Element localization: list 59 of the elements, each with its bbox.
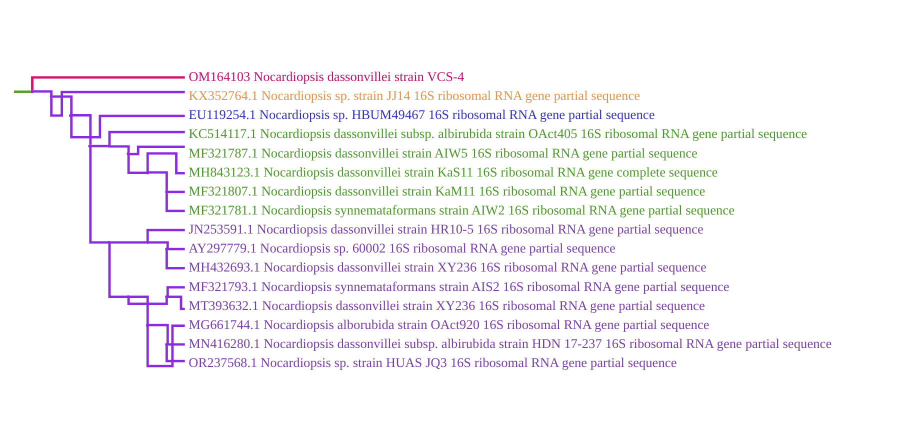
connector — [89, 147, 108, 244]
connector — [146, 324, 185, 368]
connector — [52, 95, 73, 115]
node-text: AY297779.1 Nocardiopsis sp. 60002 16S ribosomal RNA gene partial sequence — [188, 240, 616, 256]
node-point — [69, 114, 72, 118]
connector — [14, 90, 31, 93]
connector — [108, 243, 127, 298]
connector — [166, 193, 185, 212]
connector — [166, 250, 185, 270]
node-text: MF321807.1 Nocardiopsis dassonvillei strain KaM11 16S ribosomal RNA gene partial sequence — [188, 183, 706, 198]
node-point — [30, 90, 34, 94]
connector — [166, 346, 185, 362]
connector — [110, 241, 146, 244]
node-point — [165, 190, 168, 194]
node-text: MH432693.1 Nocardiopsis dassonvillei strain XY236 16S ribosomal RNA gene partial sequence — [188, 260, 706, 275]
connector — [31, 76, 185, 90]
node-point — [88, 144, 92, 148]
node-text: EU119254.1 Nocardiopsis sp. HBUM49467 16S ribosomal RNA gene partial sequence — [188, 107, 655, 122]
node-point — [50, 95, 53, 98]
node-text: MF321787.1 Nocardiopsis dassonvillei strain AIW5 16S ribosomal RNA gene partial sequence — [188, 145, 698, 160]
node-text: MF321793.1 Nocardiopsis synnemataformans strain AIS2 16S ribosomal RNA gene partial sequence — [188, 278, 730, 294]
node-point — [165, 295, 168, 298]
connector — [129, 296, 149, 324]
connector — [148, 324, 169, 344]
connector — [146, 228, 185, 242]
node-point — [126, 295, 130, 298]
connector — [168, 296, 185, 310]
node-text: OR237568.1 Nocardiopsis sp. strain HUAS JQ3 16S ribosomal RNA gene partial sequence — [188, 355, 677, 370]
node-text: MF321781.1 Nocardiopsis synnemataformans strain AIW2 16S ribosomal RNA gene partial sequence — [188, 202, 735, 218]
node-point — [146, 171, 149, 174]
node-text: MT393632.1 Nocardiopsis dassonvillei strain XY236 16S ribosomal RNA gene partial sequence — [188, 298, 705, 313]
connector — [168, 343, 185, 346]
connector — [110, 145, 130, 153]
node-point — [165, 342, 168, 346]
connector — [72, 114, 92, 145]
connector — [148, 241, 169, 250]
connector — [148, 171, 168, 191]
node-point — [146, 324, 149, 327]
connector — [129, 146, 185, 156]
connector — [127, 298, 168, 305]
node-point — [126, 152, 130, 156]
connector — [166, 286, 185, 297]
connector — [168, 248, 185, 250]
node-text: KX352764.1 Nocardiopsis sp. strain JJ14 16S ribosomal RNA gene partial sequence — [188, 88, 640, 104]
node-text: MG661744.1 Nocardiopsis alborubida strain OAct920 16S ribosomal RNA gene partial sequence — [188, 316, 710, 332]
node-point — [146, 240, 149, 244]
node-text: JN253591.1 Nocardiopsis dassonvillei strain HR10-5 16S ribosomal RNA gene partial sequence — [188, 222, 704, 237]
node-point — [165, 248, 168, 251]
connector — [168, 190, 185, 194]
node-text: OM164103 Nocardiopsis dassonvillei strain VCS-4 — [188, 68, 464, 84]
node-text: MH843123.1 Nocardiopsis dassonvillei strain KaS11 16S ribosomal RNA gene complete sequence — [188, 164, 718, 180]
node-text: KC514117.1 Nocardiopsis dassonvillei subsp. albirubida strain OAct405 16S ribosomal RNA gene partial sequence — [188, 126, 808, 142]
node-point — [107, 240, 110, 244]
node-text: MN416280.1 Nocardiopsis dassonvillei subsp. albirubida strain HDN 17-237 16S ribosomal RNA gene partial sequence — [188, 336, 832, 352]
connector — [108, 130, 185, 146]
connector — [90, 144, 108, 148]
connector — [127, 154, 146, 174]
connector — [33, 90, 52, 96]
node-point — [107, 144, 110, 148]
